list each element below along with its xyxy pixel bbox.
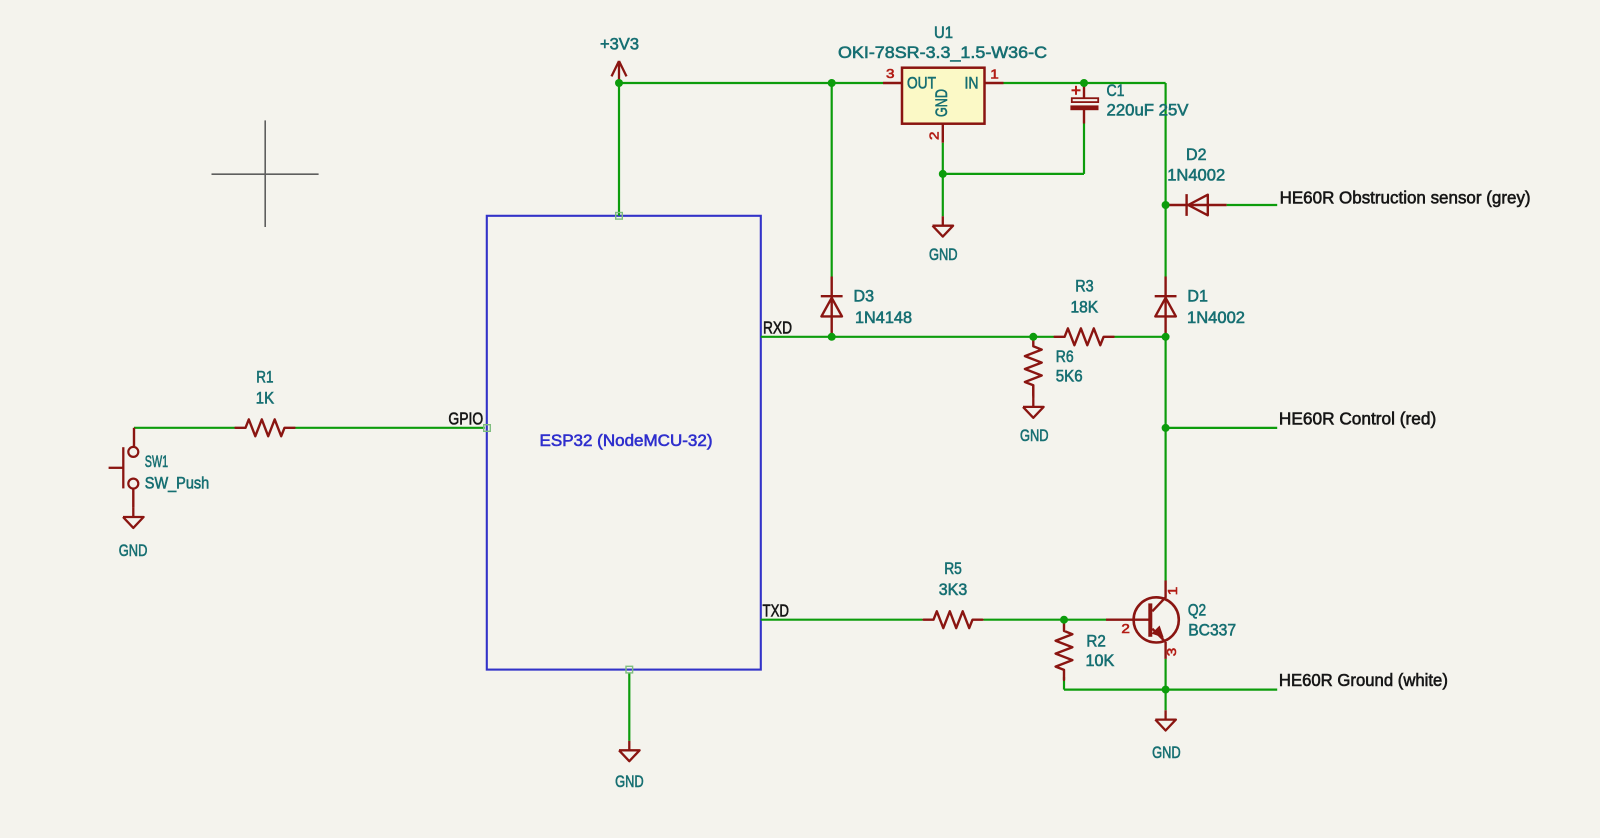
svg-text:1N4002: 1N4002 [1167,166,1225,185]
svg-text:HE60R Obstruction sensor (grey: HE60R Obstruction sensor (grey) [1280,187,1531,207]
svg-text:3K3: 3K3 [939,580,967,599]
svg-text:U1: U1 [934,23,953,42]
svg-text:OUT: OUT [907,74,936,93]
svg-text:D2: D2 [1186,145,1207,164]
svg-text:D3: D3 [854,286,875,305]
svg-text:1: 1 [990,67,999,82]
svg-text:R1: R1 [256,367,273,386]
svg-text:3: 3 [1164,648,1179,657]
svg-text:3: 3 [886,66,895,81]
svg-text:1N4002: 1N4002 [1187,308,1245,327]
svg-text:GND: GND [932,89,951,117]
svg-text:OKI-78SR-3.3_1.5-W36-C: OKI-78SR-3.3_1.5-W36-C [838,43,1047,62]
svg-text:GND: GND [615,772,644,791]
svg-text:Q2: Q2 [1188,600,1206,619]
svg-text:SW_Push: SW_Push [145,474,209,493]
svg-text:BC337: BC337 [1188,621,1236,640]
svg-text:R5: R5 [944,559,962,578]
svg-text:SW1: SW1 [145,452,168,471]
svg-text:1: 1 [1165,587,1180,596]
svg-text:GND: GND [1152,743,1181,762]
svg-text:HE60R Control (red): HE60R Control (red) [1279,408,1436,428]
svg-text:ESP32 (NodeMCU-32): ESP32 (NodeMCU-32) [540,431,713,450]
svg-text:5K6: 5K6 [1056,367,1083,386]
svg-text:R3: R3 [1075,277,1093,296]
svg-text:2: 2 [927,132,942,141]
svg-text:C1: C1 [1107,81,1125,100]
svg-text:2: 2 [1121,621,1130,636]
svg-text:GND: GND [929,245,958,264]
svg-text:IN: IN [965,74,979,93]
svg-text:1N4148: 1N4148 [855,308,912,327]
svg-text:+3V3: +3V3 [600,34,639,53]
svg-text:R2: R2 [1086,631,1105,650]
svg-text:10K: 10K [1086,651,1115,670]
svg-text:GPIO: GPIO [448,409,483,429]
svg-text:RXD: RXD [763,318,792,338]
svg-text:220uF 25V: 220uF 25V [1107,101,1190,120]
svg-text:TXD: TXD [763,601,790,621]
svg-text:D1: D1 [1187,286,1208,305]
svg-text:GND: GND [119,541,148,560]
svg-text:R6: R6 [1056,347,1074,366]
svg-text:GND: GND [1020,426,1049,445]
svg-text:1K: 1K [256,388,275,407]
svg-text:18K: 18K [1071,298,1099,317]
svg-text:HE60R Ground (white): HE60R Ground (white) [1279,670,1448,690]
